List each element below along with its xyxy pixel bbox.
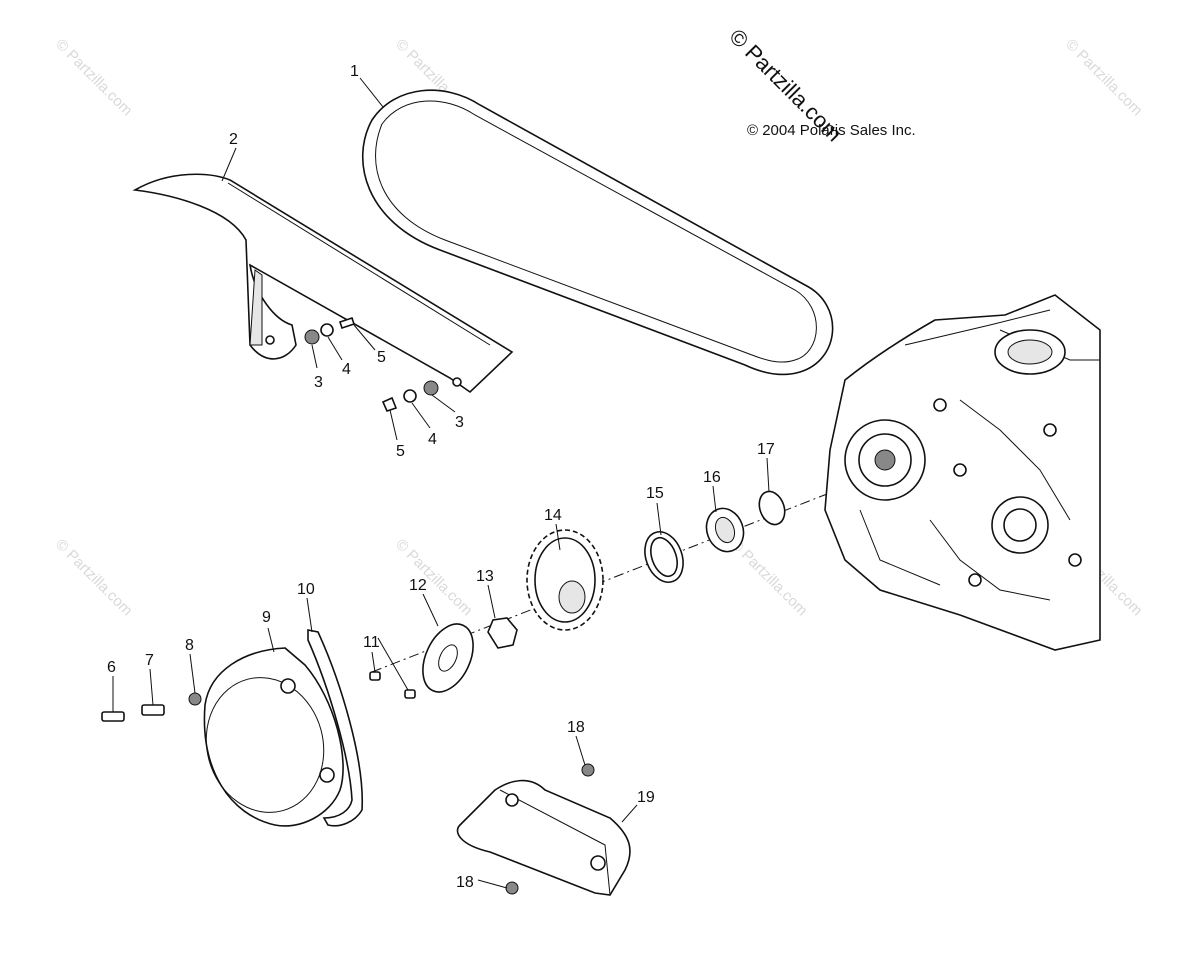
callout-7: 7: [145, 652, 154, 669]
callout-4-lower: 4: [428, 431, 437, 448]
watermark-top-left: © Partzilla.com: [52, 36, 135, 119]
nut-upper: [304, 329, 320, 345]
callout-3-lower: 3: [455, 414, 464, 431]
callout-1: 1: [350, 63, 359, 80]
callout-18-upper: 18: [567, 719, 585, 736]
callout-16: 16: [703, 469, 721, 486]
callout-2: 2: [229, 131, 238, 148]
o-ring: [758, 490, 786, 526]
callout-9: 9: [262, 609, 271, 626]
screw-upper: [338, 316, 356, 330]
retainer-plate: [422, 623, 474, 693]
callout-11: 11: [363, 634, 380, 651]
callout-5-upper: 5: [377, 349, 386, 366]
engine-block: [824, 294, 1101, 651]
nut-lower: [423, 380, 439, 396]
lower-belt-guard: [456, 779, 631, 896]
callouts: 1 2 3 4 5 3 4 5 6 7 8 9 10 11 12 13 14 1…: [107, 63, 775, 891]
callout-3-upper: 3: [314, 374, 323, 391]
callout-5-lower: 5: [396, 443, 405, 460]
washer-upper: [320, 323, 334, 337]
hardware-upper: [304, 316, 356, 345]
bolt-7: [141, 704, 165, 716]
drive-sprocket: [526, 529, 604, 631]
callout-6: 6: [107, 659, 116, 676]
watermark-mid-center: © Partzilla.com: [392, 536, 475, 619]
bolt-18-lower: [505, 881, 519, 895]
outer-belt-guard: [132, 173, 514, 394]
callout-19: 19: [637, 789, 655, 806]
callout-10: 10: [297, 581, 315, 598]
callout-15: 15: [646, 485, 664, 502]
watermark-mid-left: © Partzilla.com: [52, 536, 135, 619]
bolt-6: [101, 711, 125, 722]
gasket: [307, 629, 364, 827]
screw-11b: [404, 689, 416, 699]
nut-8: [188, 692, 202, 706]
callout-17: 17: [757, 441, 775, 458]
front-cover: [203, 647, 344, 827]
screw-11a: [369, 671, 381, 681]
leader-lines: [112, 77, 770, 889]
hex-nut: [487, 617, 518, 649]
callout-14: 14: [544, 507, 562, 524]
seal-15: [644, 531, 684, 583]
bolt-18-upper: [581, 763, 595, 777]
washer-lower: [403, 389, 417, 403]
screw-lower: [381, 396, 398, 412]
hardware-lower: [381, 380, 439, 412]
callout-12: 12: [409, 577, 427, 594]
callout-13: 13: [476, 568, 494, 585]
callout-18-lower: 18: [456, 874, 474, 891]
watermark-mid-right-center: © Partzilla.com: [727, 536, 810, 619]
seal-16: [705, 507, 745, 553]
callout-4-upper: 4: [342, 361, 351, 378]
callout-8: 8: [185, 637, 194, 654]
copyright-text: © 2004 Polaris Sales Inc.: [747, 122, 916, 139]
watermark-top-right: © Partzilla.com: [1062, 36, 1145, 119]
drive-belt: [361, 89, 834, 376]
